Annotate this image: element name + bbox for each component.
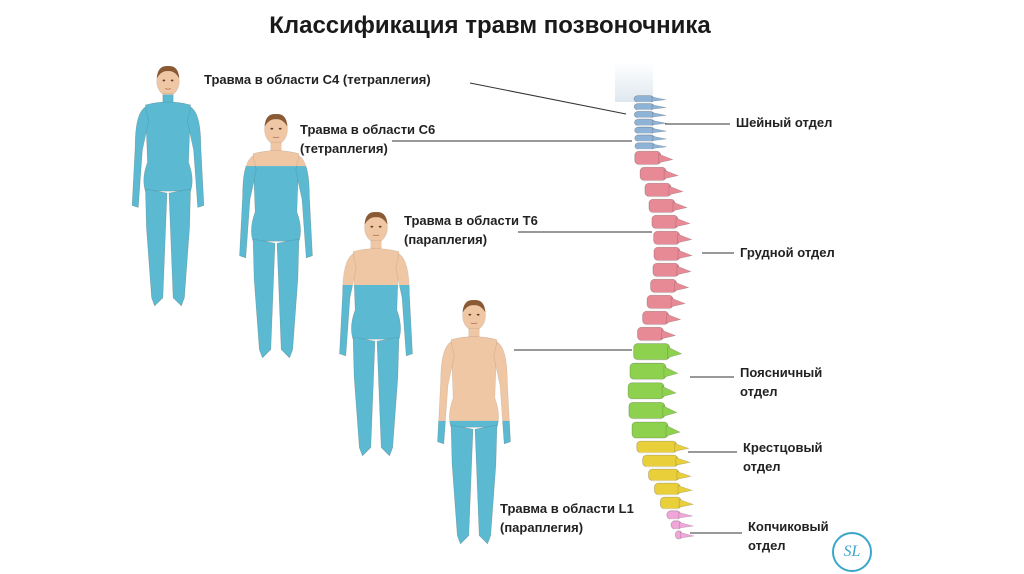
spine-cervical bbox=[634, 96, 667, 150]
injury-label-l1: Травма в области L1(параплегия) bbox=[500, 499, 634, 537]
spine-lumbar bbox=[628, 344, 682, 439]
spine-sacral bbox=[637, 441, 693, 509]
injury-label-c4: Травма в области C4 (тетраплегия) bbox=[204, 70, 431, 89]
figure-c4 bbox=[132, 66, 204, 306]
injury-label-t6: Травма в области Т6(параплегия) bbox=[404, 211, 538, 249]
leader-c4 bbox=[470, 83, 626, 114]
logo: SL bbox=[832, 532, 872, 572]
section-label-cervical: Шейный отдел bbox=[736, 113, 832, 132]
spine-thoracic bbox=[635, 151, 692, 341]
spine-coccygeal bbox=[667, 511, 695, 540]
section-label-thoracic: Грудной отдел bbox=[740, 243, 835, 262]
figure-t6 bbox=[340, 212, 413, 456]
spine bbox=[615, 62, 694, 539]
injury-label-c6: Травма в области C6(тетраплегия) bbox=[300, 120, 435, 158]
